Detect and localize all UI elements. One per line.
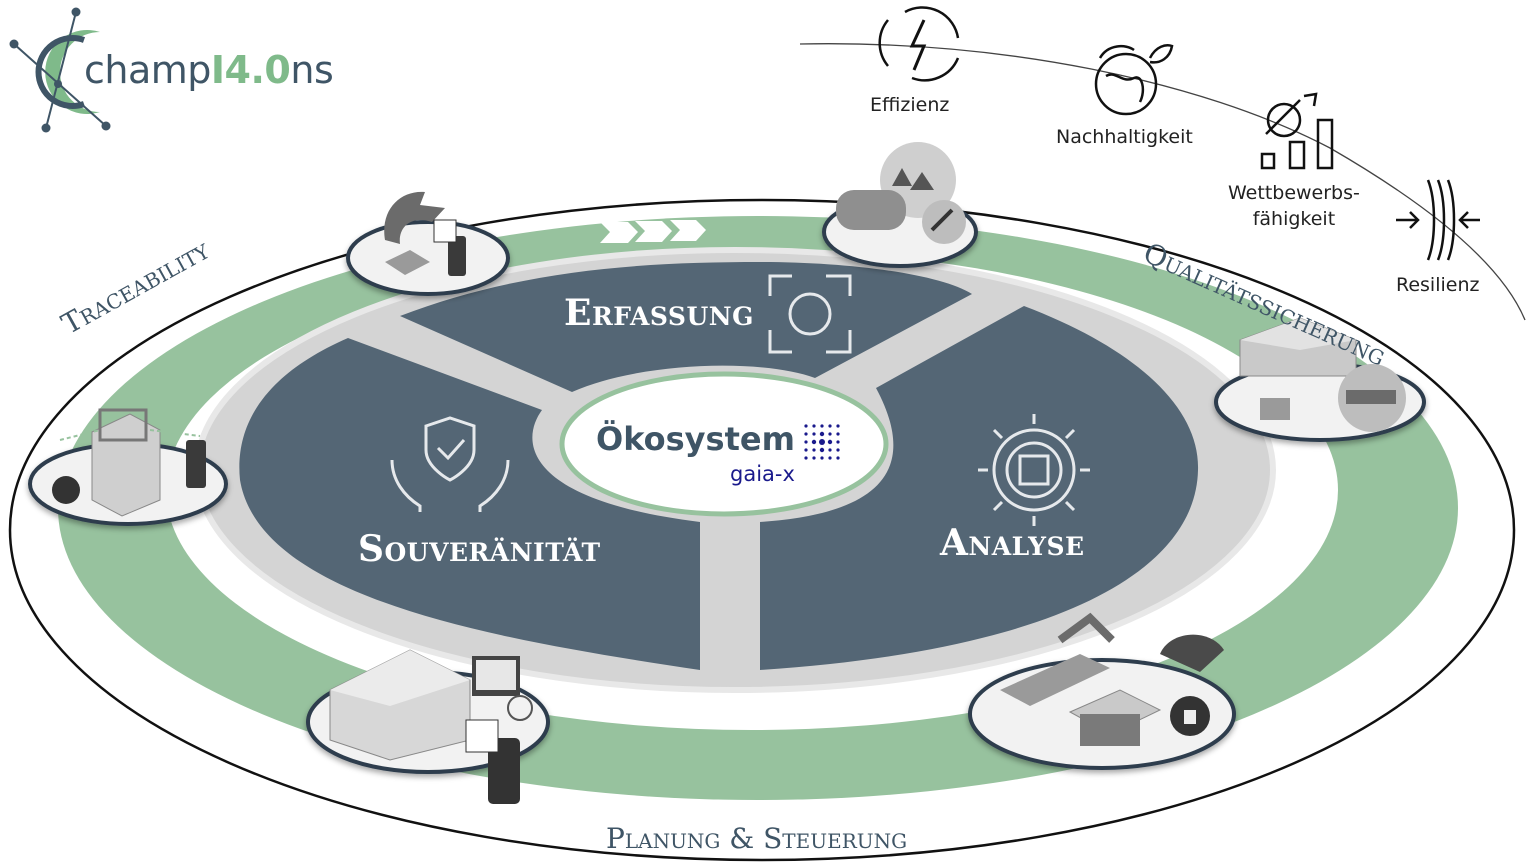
logo-suffix: ns [290,48,334,92]
arc-label-planning: Planung & Steuerung [606,822,908,855]
globe-leaves-icon [1094,44,1174,116]
core-ellipse [559,371,889,517]
benefit-wettbewerbsfaehigkeit-line1: Wettbewerbs- [1228,182,1360,204]
benefits-connector [799,43,1526,321]
benefit-wettbewerbsfaehigkeit: Wettbewerbs- fähigkeit [1228,180,1360,232]
benefit-wettbewerbsfaehigkeit-line2: fähigkeit [1252,208,1336,230]
logo-mark [9,7,111,133]
scene-quality-factory [1214,317,1426,442]
sector-analyse-shape [760,306,1199,670]
scene-planning-warehouse [306,649,550,804]
scene-robot-conveyor [968,612,1236,770]
gear-chart-icon [1260,92,1334,170]
sector-erfassung-shape [400,262,972,392]
logo-wordmark: champI4.0ns [84,48,334,92]
shield-hands-icon [390,416,510,512]
sector-souveraenitaet-shape [239,338,700,670]
benefit-effizienz: Effizienz [870,94,950,116]
scene-traceability-top [346,191,510,296]
benefit-nachhaltigkeit: Nachhaltigkeit [1056,126,1193,148]
gaia-x-grid-icon [804,424,840,460]
scene-forest-wood [822,142,978,268]
core-label: Ökosystem [596,420,795,458]
sector-souveraenitaet-label: Souveränität [358,528,601,570]
sector-erfassung-label: Erfassung [564,292,754,334]
gaia-x-label: gaia-x [730,462,795,486]
lightning-cycle-icon [878,6,960,82]
flow-chevrons [600,220,706,243]
chip-gear-icon [978,414,1090,526]
sector-analyse-label: Analyse [940,522,1085,564]
scene-traceability-left [28,408,228,526]
benefit-resilienz: Resilienz [1396,274,1480,296]
camera-focus-icon [768,274,852,354]
logo-accent: I4.0 [210,48,291,92]
pressure-lines-icon [1396,179,1480,261]
logo-prefix: champ [84,48,211,92]
